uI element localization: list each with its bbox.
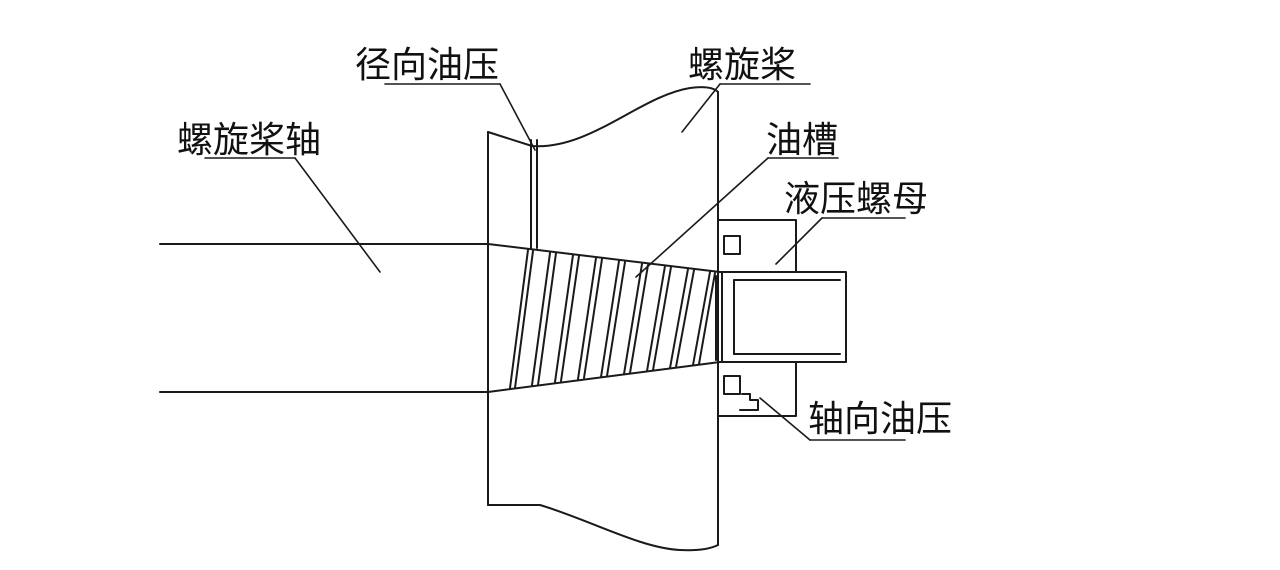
label-axial-oil-pressure: 轴向油压 xyxy=(808,399,953,440)
label-hydraulic-nut: 液压螺母 xyxy=(784,179,929,220)
shaft-thread-end xyxy=(715,271,847,363)
taper-cone xyxy=(487,243,721,393)
propeller-shaft xyxy=(159,243,489,393)
leader-lines xyxy=(204,83,906,441)
propeller-hub xyxy=(487,86,719,552)
label-propeller: 螺旋桨 xyxy=(688,45,797,86)
radial-oil-channel xyxy=(530,139,538,249)
oil-grooves xyxy=(509,249,716,389)
hydraulic-nut xyxy=(717,219,797,417)
label-propeller-shaft: 螺旋桨轴 xyxy=(177,120,322,161)
label-radial-oil-pressure: 径向油压 xyxy=(355,45,500,86)
label-oil-groove: 油槽 xyxy=(766,120,839,161)
